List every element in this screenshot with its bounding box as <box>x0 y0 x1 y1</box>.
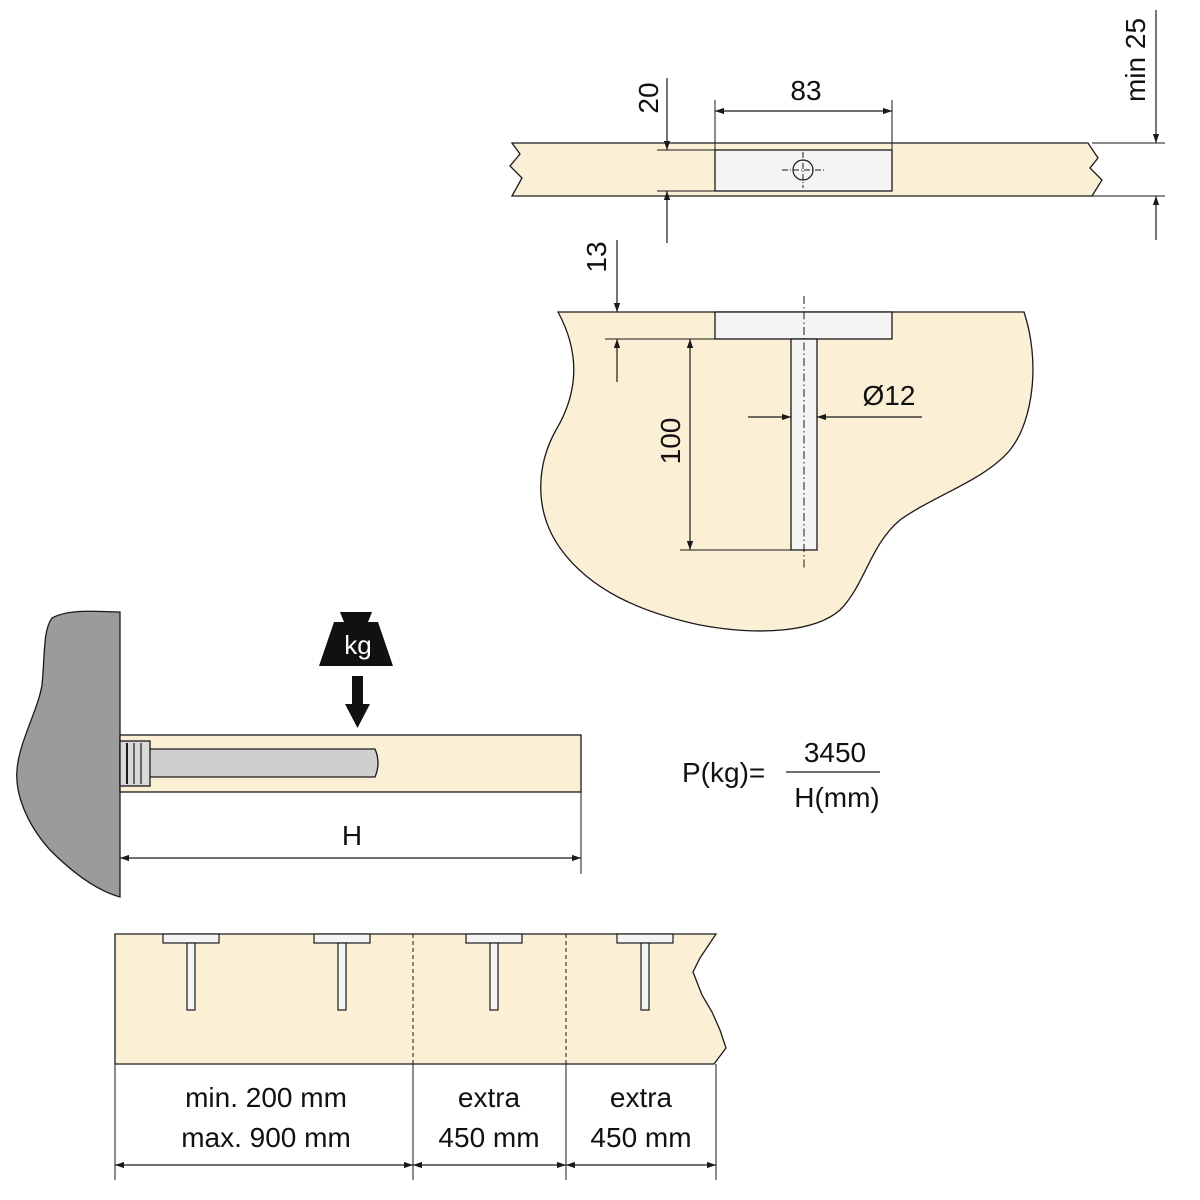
spacing-view: min. 200 mm max. 900 mm extra 450 mm ext… <box>114 933 727 1180</box>
pin-3 <box>465 933 523 1011</box>
wall <box>16 610 121 898</box>
formula-lhs: P(kg)= <box>682 757 765 788</box>
dim-inset-label: 13 <box>581 241 612 272</box>
load-view: kg H P(kg)= 3450 H(mm) <box>16 610 880 898</box>
dim-width-label: 83 <box>790 75 821 106</box>
dim-length-label: 100 <box>655 418 686 465</box>
dim-diameter-label: Ø12 <box>863 380 916 411</box>
long-shelf-board <box>114 933 727 1065</box>
section-view: 13 100 Ø12 <box>540 240 1034 632</box>
section-blob <box>540 311 1034 632</box>
dim-depth-label: 20 <box>633 82 664 113</box>
dim-thickness-label: min 25 <box>1120 18 1151 102</box>
pin-4 <box>616 933 674 1011</box>
formula-numerator: 3450 <box>804 737 866 768</box>
seg2-label-line2: 450 mm <box>438 1122 539 1153</box>
load-arrow-icon <box>345 676 370 728</box>
rod-insert <box>139 748 379 778</box>
top-view: 83 20 min 25 <box>509 10 1165 243</box>
seg1-label-line2: max. 900 mm <box>181 1122 351 1153</box>
seg3-label-line2: 450 mm <box>590 1122 691 1153</box>
formula-denominator: H(mm) <box>794 782 880 813</box>
weight-label: kg <box>344 630 371 660</box>
dim-h-label: H <box>342 820 362 851</box>
seg1-label-line1: min. 200 mm <box>185 1082 347 1113</box>
weight-icon: kg <box>319 612 393 666</box>
wall-bracket <box>119 740 151 787</box>
pin-2 <box>313 933 371 1011</box>
seg3-label-line1: extra <box>610 1082 673 1113</box>
pin-1 <box>162 933 220 1011</box>
seg2-label-line1: extra <box>458 1082 521 1113</box>
